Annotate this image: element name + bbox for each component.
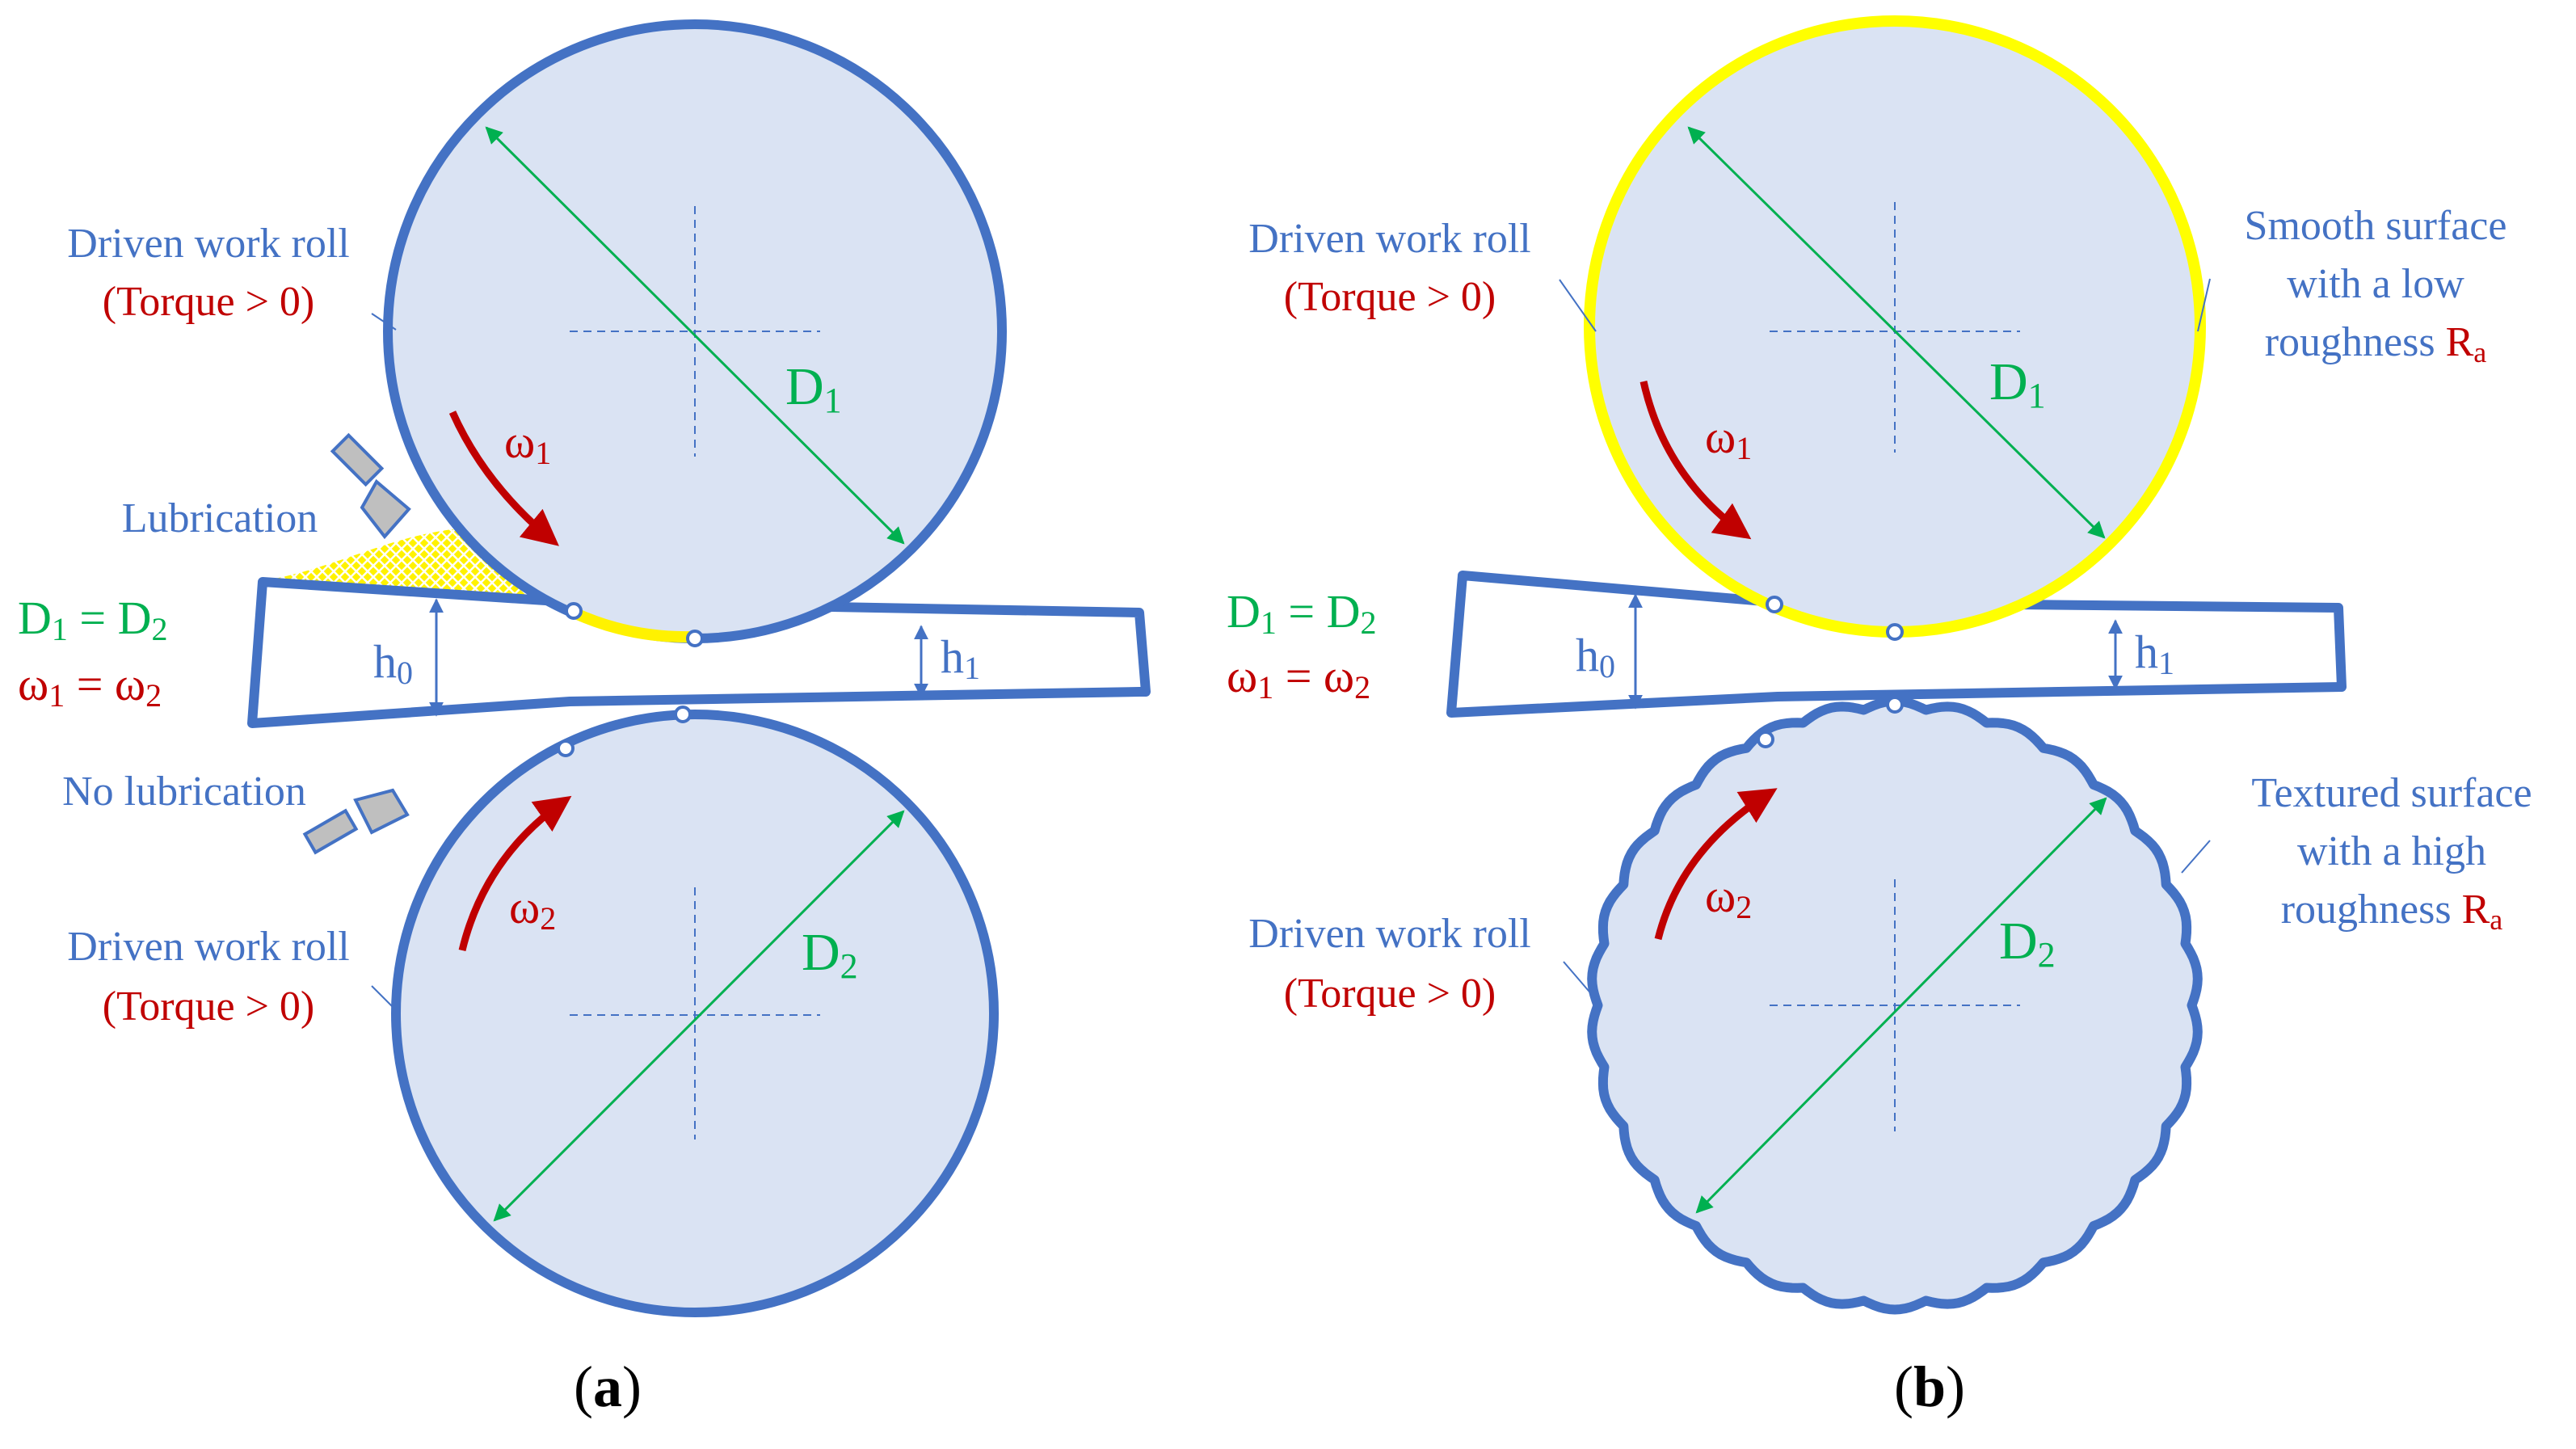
bottom-diameter-label: D2 [1999,912,2056,975]
diameter-arrow [485,126,905,545]
rotation-arrow [1639,381,1752,540]
bottom-omega-label: ω2 [1705,870,1752,925]
textured-surface-label: Textured surface [2251,770,2532,816]
bottom-roll-a [391,706,999,1317]
top-omega-label: ω1 [504,415,551,471]
leader-line [371,985,397,1011]
top-roll-label: Driven work roll [67,221,349,267]
top-diameter-label: D1 [785,357,842,420]
lubrication-nozzle-icon [330,432,411,540]
rotation-arrow [1654,788,1778,941]
lubrication-label: Lubrication [122,495,318,541]
bottom-diameter-label: D2 [802,923,858,986]
thickness-in-label: h0 [373,635,413,691]
contact-point [1886,623,1904,641]
panel-b-caption: (b) [1894,1354,1965,1419]
lubricant-film [571,607,694,643]
bottom-roll-label: Driven work roll [1248,911,1530,957]
omega-equality: ω1 = ω2 [1227,650,1370,706]
no-lubrication-nozzle-icon [302,788,410,855]
diameter-arrow [493,810,905,1222]
smooth-surface-label: with a low [2287,261,2464,307]
top-roll-a [383,19,1007,647]
diameter-arrow [1687,126,2106,539]
diameter-equality: D1 = D2 [1227,585,1377,641]
bottom-roll-torque: (Torque > 0) [103,984,315,1030]
bottom-roll-label: Driven work roll [67,924,349,970]
smooth-surface-label: Smooth surface [2245,203,2507,249]
contact-point [1757,731,1774,748]
no-lubrication-label: No lubrication [62,769,306,815]
bottom-roll-torque: (Torque > 0) [1284,971,1496,1017]
smooth-surface-label: roughness Ra [2265,319,2487,369]
thickness-in-label: h0 [1576,629,1615,684]
leader-line [2197,278,2211,332]
leader-line [2181,840,2211,874]
bottom-omega-label: ω2 [509,881,556,937]
contact-point [686,630,704,647]
top-diameter-label: D1 [1989,352,2046,415]
textured-surface-label: with a high [2297,828,2486,874]
top-roll-b [1584,15,2206,641]
contact-point [1886,696,1904,714]
rotation-arrow [458,795,572,952]
top-roll-torque: (Torque > 0) [103,279,315,325]
panel-a: Driven work roll (Torque > 0) Driven wor… [18,19,1151,1419]
contact-point [565,602,583,620]
contact-point [1766,596,1783,613]
bottom-roll-b [1587,696,2203,1315]
textured-surface-label: roughness Ra [2281,887,2503,936]
omega-equality: ω1 = ω2 [18,658,162,714]
rotation-arrow [448,411,559,546]
contact-point [557,739,575,757]
leader-line [1563,961,1599,1003]
diameter-arrow [1695,797,2107,1214]
contact-point [674,706,692,723]
thickness-out-label: h1 [941,630,980,686]
top-omega-label: ω1 [1705,411,1752,466]
top-roll-torque: (Torque > 0) [1284,274,1496,320]
panel-a-caption: (a) [574,1354,642,1419]
leader-line [371,313,397,331]
diameter-equality: D1 = D2 [18,592,168,647]
top-roll-label: Driven work roll [1248,216,1530,262]
thickness-out-label: h1 [2135,626,2174,681]
leader-line [1559,279,1597,332]
panel-b: Driven work roll (Torque > 0) Driven wor… [1227,15,2532,1419]
